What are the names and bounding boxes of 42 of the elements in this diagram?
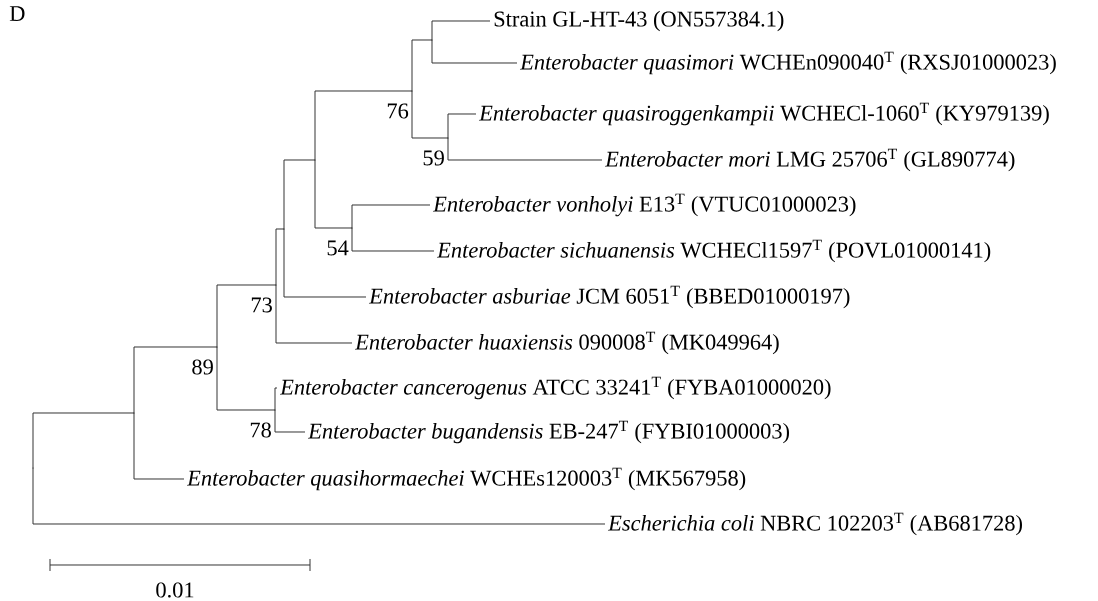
panel-letter: D <box>9 6 25 21</box>
tree-branch <box>431 20 491 41</box>
taxon-label: Enterobacter quasiroggenkampii WCHECl-1060$^{T}$ (KY979139) <box>478 102 1049 126</box>
tree-branch <box>133 346 218 414</box>
taxon-label: Strain GL-HT-43 (ON557384.1) <box>494 10 784 32</box>
tree-branch <box>32 467 606 525</box>
tree-branch <box>447 113 477 139</box>
bootstrap-value: 78 <box>250 422 271 438</box>
bootstrap-value: 73 <box>251 297 272 313</box>
taxon-label: Enterobacter bugandensis EB-247$^{T}$ (FYBI01000003) <box>307 420 790 444</box>
taxon-label: Enterobacter vonholyi E13$^{T}$ (VTUC01000023) <box>432 193 856 217</box>
scale-label: 0.01 <box>156 582 194 598</box>
bootstrap-value: 54 <box>327 240 349 256</box>
taxon-label: Enterobacter quasimori WCHEn090040$^{T}$ (RXSJ01000023) <box>519 51 1056 75</box>
tree-branch <box>314 90 413 161</box>
taxon-label: Enterobacter cancerogenus ATCC 33241$^{T}$ (FYBA01000020) <box>279 376 831 400</box>
bootstrap-value: 76 <box>387 103 409 119</box>
tree-branch <box>274 409 306 433</box>
tree-branch <box>216 284 277 348</box>
taxon-label: Enterobacter sichuanensis WCHECl1597$^{T}$ (POVL01000141) <box>436 239 991 263</box>
tree-branch <box>411 39 433 92</box>
taxon-label: Enterobacter mori LMG 25706$^{T}$ (GL890774) <box>604 148 1015 172</box>
tree-branch <box>431 39 518 64</box>
tree-branch <box>351 204 431 229</box>
tree-branch <box>283 159 316 230</box>
taxon-label: Enterobacter asburiae JCM 6051$^{T}$ (BBED01000197) <box>368 285 850 309</box>
tree-branch <box>447 137 603 161</box>
tree-branch <box>411 90 449 139</box>
tree-branch <box>351 227 435 252</box>
tree-branch <box>32 412 135 469</box>
taxon-label: Enterobacter quasihormaechei WCHEs120003$^{T}$ (MK567958) <box>186 467 746 491</box>
bootstrap-value: 59 <box>423 150 444 166</box>
tree-branch <box>275 228 285 286</box>
tree-branch <box>283 228 367 298</box>
tree-branch <box>275 284 353 344</box>
taxon-label: Enterobacter huaxiensis 090008$^{T}$ (MK049964) <box>354 331 779 355</box>
tree-branch <box>133 412 185 480</box>
bootstrap-value: 89 <box>192 359 213 375</box>
tree-branch <box>274 387 278 411</box>
tree-branch <box>216 346 276 411</box>
taxon-label: Escherichia coli NBRC 102203$^{T}$ (AB681728) <box>607 512 1022 536</box>
tree-branch <box>314 159 353 229</box>
